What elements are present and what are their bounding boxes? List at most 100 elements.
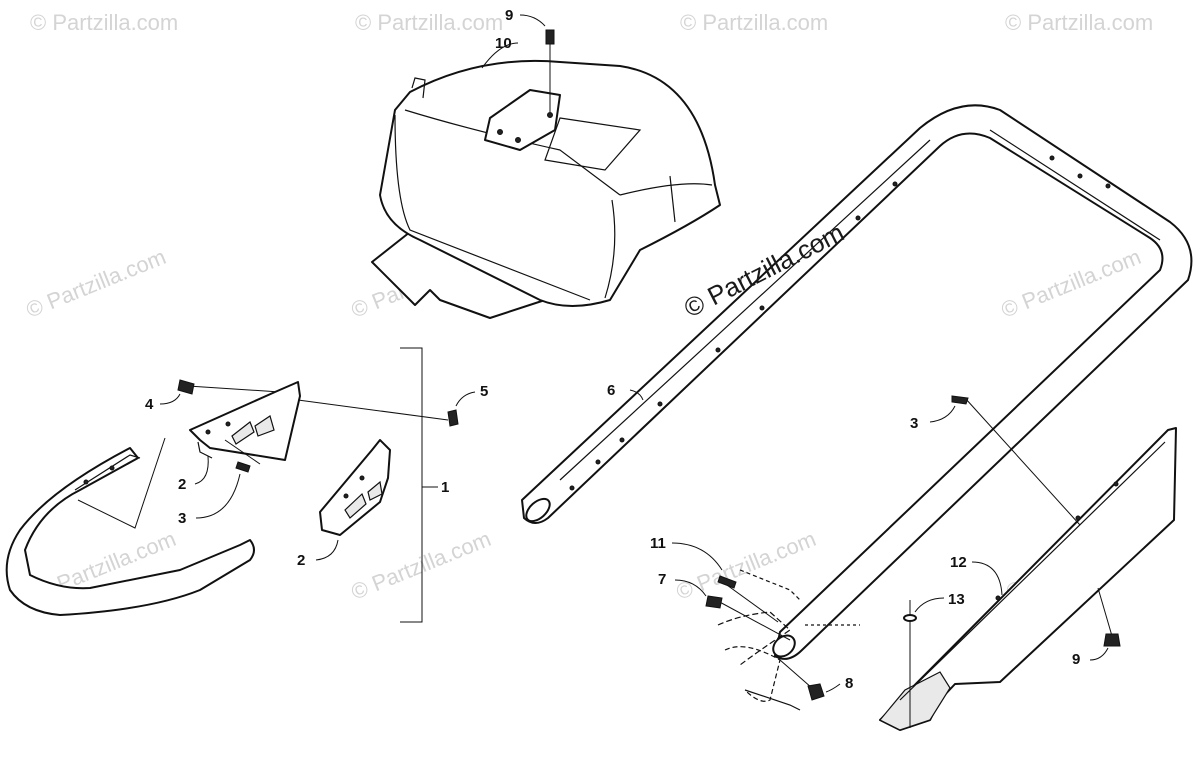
bumper-assembly-line: [77, 437, 166, 529]
grab-handle-hole: [759, 305, 765, 311]
rivet-left: 3: [178, 439, 261, 527]
nut-8: [807, 683, 825, 701]
callout-group-12: 12: [950, 554, 1003, 596]
bag-front-edge: [394, 114, 591, 301]
assembly-bracket-line: [400, 347, 423, 623]
pin-axis-line: [719, 579, 779, 623]
rivet-axis-line: [964, 397, 1081, 526]
fastener-top: 9 10: [481, 7, 555, 112]
watermark: © Partzilla.com: [355, 10, 503, 35]
callout-12: 12: [950, 554, 967, 571]
leader-3-right: [929, 405, 956, 423]
callout-3-left: 3: [178, 510, 186, 527]
bolt-part: 4: [145, 379, 281, 413]
watermark: © Partzilla.com: [673, 526, 820, 605]
leader-7: [674, 579, 707, 597]
leader-9-top: [519, 14, 546, 27]
lower-bracket-hole: [343, 493, 349, 499]
rivet-3-left: [235, 461, 251, 473]
watermark: © Partzilla.com: [348, 526, 495, 605]
upper-bracket-hole: [225, 421, 231, 427]
body-contour: [717, 611, 791, 666]
callout-3-right: 3: [910, 415, 918, 432]
grab-handle-hole: [715, 347, 721, 353]
rivet-pin-11: [717, 575, 737, 589]
bag-plate-hole: [515, 137, 521, 143]
storage-bag-part: [371, 59, 721, 319]
callout-9-top: 9: [505, 7, 513, 24]
leader-6: [629, 389, 644, 401]
grab-handle-hole: [1049, 155, 1055, 161]
washer-part: 13: [903, 591, 965, 728]
side-rail-part: [879, 427, 1177, 731]
callout-1: 1: [441, 479, 449, 496]
leader-10: [481, 42, 519, 69]
grab-handle-hole: [892, 181, 898, 187]
upper-bracket-hole: [205, 429, 211, 435]
body-contour: [739, 569, 801, 601]
fastener-9-bottom: [1103, 633, 1121, 647]
fastener-axis-line: [1097, 587, 1113, 637]
watermark: © Partzilla.com: [680, 10, 828, 35]
callout-7: 7: [658, 571, 666, 588]
bag-zip-line: [619, 183, 713, 196]
leader-3-left: [195, 473, 241, 519]
bolt-4: [177, 379, 195, 395]
upper-bracket-cutout: [231, 421, 255, 445]
clip-axis-line: [297, 399, 449, 421]
leader-2-lower: [315, 539, 339, 561]
lower-bracket-part: 2: [297, 439, 391, 569]
bag-plate-hole: [497, 129, 503, 135]
watermark: © Partzilla.com: [1005, 10, 1153, 35]
screw-7: [705, 595, 723, 609]
grab-handle-hole: [569, 485, 575, 491]
leader-9-bottom: [1089, 647, 1109, 661]
bag-zip-pull: [669, 175, 676, 223]
callout-4: 4: [145, 396, 154, 413]
grab-handle-tube-end: [772, 634, 796, 658]
grab-handle-hole: [619, 437, 625, 443]
assembly-bracket-group: 1: [400, 347, 449, 623]
leader-11: [671, 542, 723, 571]
rivet-3-right: [951, 395, 969, 405]
bumper-part: [5, 437, 255, 616]
bag-body: [379, 59, 721, 307]
watermark: © Partzilla.com: [23, 244, 170, 323]
clip-5: [447, 409, 459, 427]
grab-handle-hole: [1105, 183, 1111, 189]
fastener-bottom: 9: [1072, 587, 1121, 668]
nut-axis-line: [779, 659, 813, 689]
bag-side-edge: [604, 199, 616, 299]
grab-handle-part: 6: [521, 104, 1193, 660]
rivet-axis-line: [224, 439, 261, 465]
upper-bracket: [189, 381, 301, 461]
lower-bracket-hole: [359, 475, 365, 481]
callout-6: 6: [607, 382, 615, 399]
bag-plate-hole: [547, 112, 553, 118]
bag-mount-plate: [484, 89, 561, 151]
bag-handle: [411, 77, 426, 99]
callout-2-upper: 2: [178, 476, 186, 493]
lower-bracket-cutout: [367, 480, 383, 501]
lower-bracket-cutout: [344, 492, 367, 519]
bumper-tube: [5, 447, 255, 616]
leader-5: [455, 391, 476, 407]
watermark: © Partzilla.com: [30, 10, 178, 35]
side-rail-hole: [1075, 515, 1081, 521]
leader-13: [914, 597, 945, 613]
grab-handle-highlight: [989, 129, 1161, 241]
body-contour: [744, 689, 801, 711]
callout-11: 11: [650, 535, 666, 552]
bumper-mount-flat: [74, 454, 141, 491]
lower-bracket: [319, 439, 391, 536]
bumper-hole: [83, 479, 89, 485]
bag-lid-panel: [544, 117, 642, 171]
washer-13: [903, 614, 917, 622]
leader-8: [825, 683, 841, 693]
bumper-hole: [109, 465, 115, 471]
body-contour: [724, 646, 781, 702]
side-rail-hole: [995, 595, 1001, 601]
screw-axis-line: [715, 599, 791, 641]
